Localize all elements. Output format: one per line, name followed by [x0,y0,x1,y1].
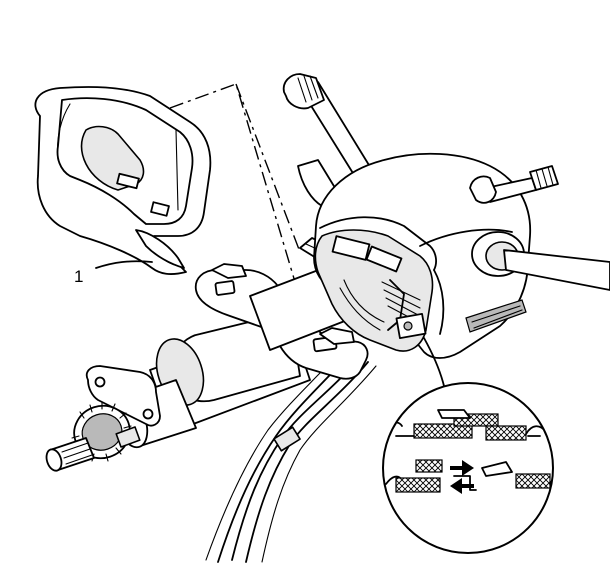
mounting-flange [85,365,161,427]
tilt-lever [469,165,559,204]
harness-connector [273,426,301,452]
wiring-harness [205,347,377,563]
trim-cover [34,86,212,275]
column-lower-end [45,401,141,472]
callout-leader-1 [95,260,153,269]
alignment-lines [169,83,301,293]
arrow-right-icon [450,460,474,476]
housing-vent [465,299,527,333]
magnifier-leader [423,337,445,387]
steering-shaft-end [45,448,63,472]
detail-magnifier [382,382,554,554]
key-cylinder-boss [471,231,610,291]
arrow-left-icon [450,478,474,494]
callout-label-1: 1 [74,267,83,286]
switch-cavity [314,229,434,352]
